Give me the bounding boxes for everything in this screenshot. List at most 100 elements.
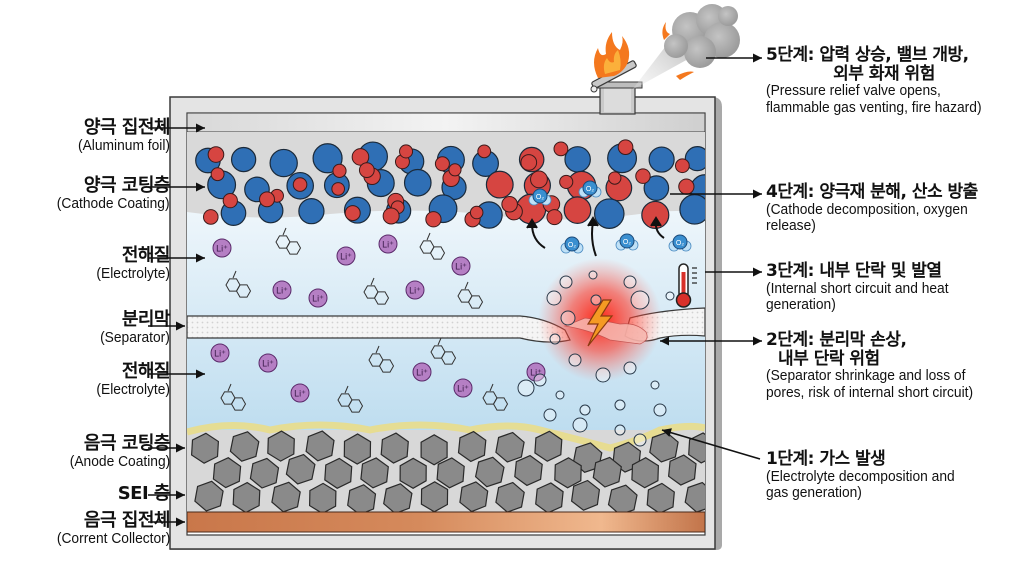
graphite-particle bbox=[649, 431, 679, 463]
label-ko: 전해질 bbox=[121, 245, 171, 266]
gas-bubble bbox=[623, 361, 637, 375]
gas-bubble bbox=[595, 367, 611, 383]
cathode-particle-small bbox=[344, 205, 361, 222]
lithium-ion: Li⁺ bbox=[258, 353, 278, 373]
cathode-particle bbox=[641, 200, 670, 230]
arrow-anode-coating bbox=[148, 443, 185, 453]
solvent-molecules bbox=[220, 227, 509, 413]
label-ko: 양극 코팅층 bbox=[83, 175, 171, 196]
gas-bubble bbox=[555, 390, 565, 400]
cathode-particle bbox=[643, 175, 670, 201]
cathode-particle bbox=[684, 146, 705, 172]
cathode-particle-small bbox=[501, 195, 518, 213]
gas-bubble bbox=[665, 291, 675, 301]
cathode-particle-small bbox=[203, 209, 219, 225]
cathode-particle-small bbox=[207, 146, 225, 163]
cathode-particle-small bbox=[678, 178, 695, 195]
methyl bbox=[489, 383, 494, 392]
cathode-particle-small bbox=[546, 209, 563, 226]
solvent-molecule bbox=[225, 270, 252, 298]
stage-en-line1: (Cathode decomposition, oxygen bbox=[766, 200, 968, 218]
arrow-head bbox=[753, 53, 762, 63]
stage-3-label: 3단계: 내부 단락 및 발열 (Internal short circuit … bbox=[766, 262, 964, 314]
lithium-ion-circle bbox=[526, 362, 546, 382]
arrow-stage-2 bbox=[660, 336, 762, 346]
methyl bbox=[375, 345, 380, 354]
methyl bbox=[282, 227, 287, 236]
arrow-cathode-collector bbox=[148, 123, 205, 133]
oxygen-label: O₂ bbox=[623, 239, 631, 246]
label-en: (Cathode Coating) bbox=[57, 194, 170, 212]
graphite-particle bbox=[194, 480, 224, 512]
aluminum-foil-layer bbox=[187, 113, 705, 133]
cathode-particle-small bbox=[331, 182, 346, 196]
gas-bubble bbox=[579, 404, 591, 416]
oxygen-molecule: O₂ bbox=[528, 188, 552, 206]
label-cathode-coating: 양극 코팅층 (Cathode Coating) bbox=[47, 176, 170, 212]
cathode-particle bbox=[593, 198, 625, 229]
label-sei-layer: SEI 층 bbox=[118, 484, 171, 504]
lithium-ion: Li⁺ bbox=[272, 280, 292, 300]
cathode-particle bbox=[563, 196, 592, 224]
cathode-particle-small bbox=[259, 191, 275, 208]
cathode-particle bbox=[230, 146, 257, 173]
lithium-ion: Li⁺ bbox=[210, 343, 230, 363]
lithium-ion-label: Li⁺ bbox=[457, 384, 469, 394]
label-ko: 분리막 bbox=[121, 309, 171, 330]
ring bbox=[230, 397, 247, 411]
arrow-anode-collector bbox=[148, 517, 185, 527]
graphite-particle bbox=[554, 457, 582, 489]
cathode-particle bbox=[679, 194, 705, 225]
gas-bubble bbox=[560, 310, 576, 326]
lithium-ion-label: Li⁺ bbox=[455, 262, 467, 272]
stage-en-line2: pores, risk of internal short circuit) bbox=[766, 383, 974, 401]
methyl bbox=[464, 281, 469, 290]
stage-en-line2: generation) bbox=[766, 296, 836, 314]
separator-layer bbox=[187, 315, 571, 343]
label-ko: 음극 코팅층 bbox=[83, 433, 171, 454]
graphite-particle bbox=[229, 431, 260, 462]
graphite-particle bbox=[474, 456, 505, 488]
graphite-particle bbox=[249, 457, 280, 489]
graphite-particle bbox=[534, 430, 563, 462]
cathode-particle-small bbox=[608, 171, 622, 185]
sei-layer bbox=[187, 421, 705, 452]
graphite-particle bbox=[360, 457, 389, 489]
cathode-particle-small bbox=[434, 156, 450, 172]
arrow-head bbox=[662, 428, 672, 437]
methyl bbox=[370, 277, 375, 286]
cathode-particle-small bbox=[674, 158, 690, 174]
label-ko: 음극 집전체 bbox=[83, 510, 171, 531]
arrow-electrolyte-top bbox=[148, 253, 205, 263]
methyl bbox=[232, 270, 237, 279]
ring bbox=[429, 246, 446, 260]
cathode-particle-small bbox=[520, 154, 538, 171]
cathode-particle-small bbox=[530, 170, 548, 189]
oxygen-label: O₂ bbox=[676, 240, 684, 247]
stage-ko-line1: 4단계: 양극재 분해, 산소 방출 bbox=[766, 182, 978, 202]
graphite-particle bbox=[343, 433, 372, 465]
cathode-particle-small bbox=[292, 177, 308, 192]
solvent-molecule bbox=[220, 383, 247, 411]
thermometer-icon bbox=[675, 263, 697, 308]
gas-bubble bbox=[623, 275, 637, 289]
solvent-molecule bbox=[430, 337, 457, 365]
gas-bubble bbox=[630, 290, 650, 310]
oxygen-molecule: O₂ bbox=[668, 234, 692, 252]
stage-4-label: 4단계: 양극재 분해, 산소 방출 (Cathode decompositio… bbox=[766, 183, 985, 235]
gas-bubble bbox=[614, 399, 626, 411]
gas-bubble bbox=[543, 408, 557, 422]
stage-arrows bbox=[660, 53, 762, 460]
graphite-particle bbox=[436, 457, 465, 489]
graphite-particle bbox=[285, 453, 316, 485]
cathode-particle-small bbox=[448, 163, 462, 177]
stage-1-label: 1단계: 가스 발생 (Electrolyte decomposition an… bbox=[766, 450, 971, 502]
arrow-head bbox=[196, 253, 205, 263]
lithium-ion-label: Li⁺ bbox=[214, 349, 226, 359]
stage-ko-line1: 5단계: 압력 상승, 밸브 개방, bbox=[766, 45, 969, 65]
lithium-ion: Li⁺ bbox=[453, 378, 473, 398]
label-en: (Electrolyte) bbox=[96, 380, 170, 398]
solvent-molecule bbox=[337, 385, 364, 413]
